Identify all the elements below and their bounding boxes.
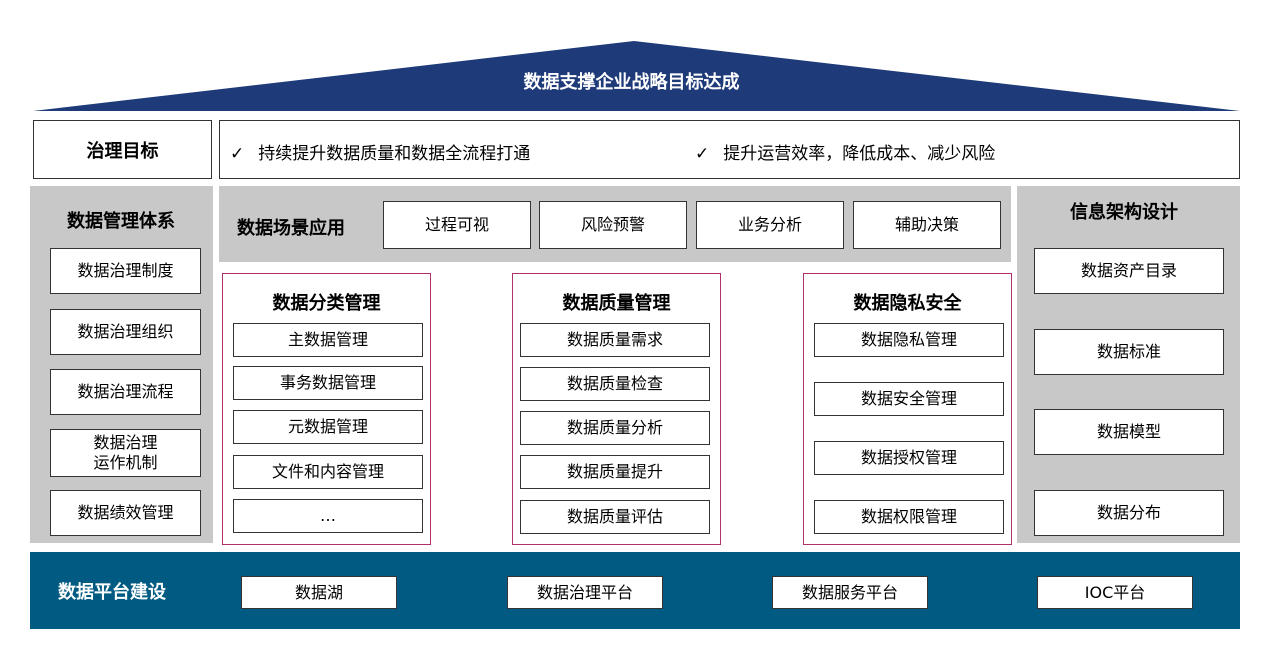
classification-item: 主数据管理 xyxy=(233,323,423,357)
platform-item: 数据治理平台 xyxy=(507,576,663,609)
quality-item: 数据质量提升 xyxy=(520,455,710,489)
management-item: 数据治理组织 xyxy=(50,309,201,355)
roof-banner xyxy=(33,41,1240,111)
privacy-item: 数据隐私管理 xyxy=(814,323,1004,357)
roof-shape xyxy=(33,41,1240,111)
scenario-title: 数据场景应用 xyxy=(237,218,345,239)
goal-box: ✓ 持续提升数据质量和数据全流程打通 ✓ 提升运营效率，降低成本、减少风险 xyxy=(219,120,1240,179)
management-title: 数据管理体系 xyxy=(67,211,175,232)
management-item: 数据治理 运作机制 xyxy=(50,429,201,477)
goal-item-2: ✓ 提升运营效率，降低成本、减少风险 xyxy=(695,139,995,164)
roof-title: 数据支撑企业战略目标达成 xyxy=(523,72,740,93)
check-icon: ✓ xyxy=(230,144,245,164)
management-item: 数据绩效管理 xyxy=(50,490,201,536)
scenario-item: 过程可视 xyxy=(383,201,531,249)
management-item: 数据治理流程 xyxy=(50,369,201,415)
privacy-item: 数据权限管理 xyxy=(814,500,1004,534)
management-item: 数据治理制度 xyxy=(50,248,201,294)
classification-title: 数据分类管理 xyxy=(272,293,381,314)
scenario-item: 辅助决策 xyxy=(853,201,1001,249)
goal-item-1: ✓ 持续提升数据质量和数据全流程打通 xyxy=(230,139,530,164)
architecture-title: 信息架构设计 xyxy=(1070,202,1178,223)
quality-item: 数据质量分析 xyxy=(520,411,710,445)
architecture-item: 数据标准 xyxy=(1034,329,1224,375)
architecture-item: 数据分布 xyxy=(1034,490,1224,536)
goal-label: 治理目标 xyxy=(33,120,212,179)
platform-title: 数据平台建设 xyxy=(58,582,166,603)
classification-item: 文件和内容管理 xyxy=(233,455,423,489)
classification-item: 事务数据管理 xyxy=(233,366,423,400)
scenario-item: 业务分析 xyxy=(696,201,844,249)
management-panel xyxy=(30,186,213,543)
quality-frame: 数据质量管理 xyxy=(512,273,721,545)
platform-item: 数据湖 xyxy=(241,576,397,609)
architecture-item: 数据资产目录 xyxy=(1034,248,1224,294)
privacy-item: 数据安全管理 xyxy=(814,382,1004,416)
platform-item: 数据服务平台 xyxy=(772,576,928,609)
architecture-item: 数据模型 xyxy=(1034,409,1224,455)
goal-item-text: 提升运营效率，降低成本、减少风险 xyxy=(723,144,996,164)
platform-item: IOC平台 xyxy=(1037,576,1193,609)
privacy-item: 数据授权管理 xyxy=(814,441,1004,475)
quality-item: 数据质量需求 xyxy=(520,323,710,357)
check-icon: ✓ xyxy=(695,144,710,164)
quality-title: 数据质量管理 xyxy=(562,293,671,314)
classification-item: 元数据管理 xyxy=(233,410,423,444)
goal-item-text: 持续提升数据质量和数据全流程打通 xyxy=(258,144,531,164)
scenario-item: 风险预警 xyxy=(539,201,687,249)
quality-item: 数据质量评估 xyxy=(520,500,710,534)
quality-item: 数据质量检查 xyxy=(520,367,710,401)
classification-item: … xyxy=(233,499,423,533)
privacy-title: 数据隐私安全 xyxy=(853,293,962,314)
